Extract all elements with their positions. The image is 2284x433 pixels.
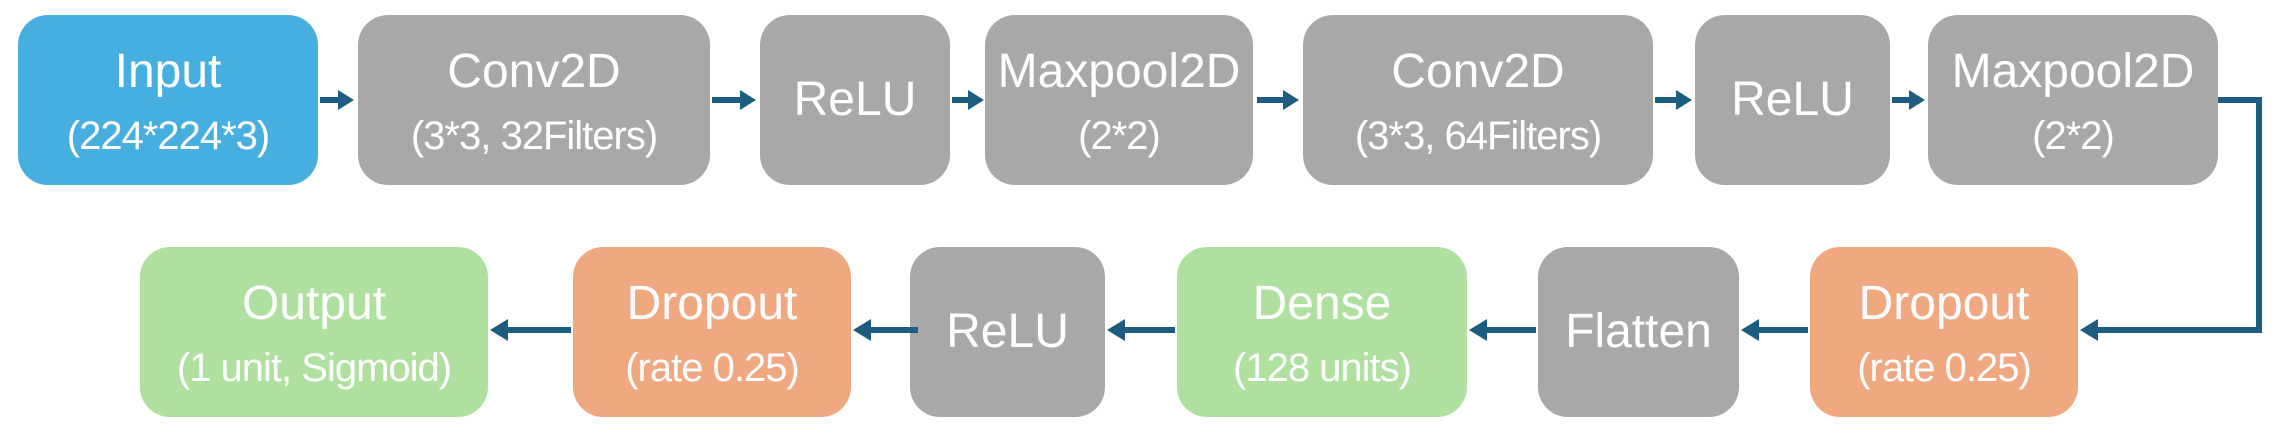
maxpool2d-1-title: Maxpool2D bbox=[997, 45, 1241, 98]
connector-bottom-arrow-left bbox=[2080, 319, 2262, 341]
arrow-left-icon bbox=[1107, 319, 1175, 341]
block-conv2d-64: Conv2D (3*3, 64Filters) bbox=[1303, 15, 1653, 185]
block-dropout-1: Dropout (rate 0.25) bbox=[1810, 247, 2078, 417]
block-conv2d-32: Conv2D (3*3, 32Filters) bbox=[358, 15, 710, 185]
block-flatten: Flatten bbox=[1538, 247, 1739, 417]
maxpool2d-2-params: (2*2) bbox=[2032, 114, 2115, 158]
relu-1-title: ReLU bbox=[793, 73, 917, 126]
conv2d-32-title: Conv2D bbox=[447, 45, 621, 98]
dense-title: Dense bbox=[1252, 277, 1392, 330]
arrow-right-icon bbox=[1655, 90, 1692, 110]
dropout-2-rate: (rate 0.25) bbox=[625, 346, 800, 390]
arrow-left-icon bbox=[853, 319, 918, 341]
arrow-left-icon bbox=[490, 319, 571, 341]
relu-3-title: ReLU bbox=[946, 305, 1069, 358]
block-relu-2: ReLU bbox=[1695, 15, 1890, 185]
dropout-1-rate: (rate 0.25) bbox=[1857, 346, 2032, 390]
block-maxpool2d-2: Maxpool2D (2*2) bbox=[1928, 15, 2218, 185]
connector-top-segment bbox=[2218, 97, 2262, 103]
input-layer-shape: (224*224*3) bbox=[66, 114, 270, 158]
dropout-1-title: Dropout bbox=[1858, 277, 2030, 330]
block-dropout-2: Dropout (rate 0.25) bbox=[573, 247, 851, 417]
arrow-right-icon bbox=[952, 90, 984, 110]
arrow-right-icon bbox=[320, 90, 354, 110]
flatten-title: Flatten bbox=[1565, 305, 1712, 358]
relu-2-title: ReLU bbox=[1731, 73, 1854, 126]
conv2d-64-params: (3*3, 64Filters) bbox=[1354, 114, 1602, 158]
arrow-right-icon bbox=[1257, 90, 1299, 110]
arrow-left-icon bbox=[1469, 319, 1536, 341]
output-layer-params: (1 unit, Sigmoid) bbox=[176, 346, 452, 390]
arrow-left-icon bbox=[1741, 319, 1808, 341]
input-layer-title: Input bbox=[114, 45, 222, 98]
arrow-right-icon bbox=[1892, 90, 1925, 110]
conv2d-32-params: (3*3, 32Filters) bbox=[410, 114, 658, 158]
conv2d-64-title: Conv2D bbox=[1391, 45, 1565, 98]
maxpool2d-2-title: Maxpool2D bbox=[1951, 45, 2195, 98]
arrow-right-icon bbox=[712, 90, 756, 110]
block-maxpool2d-1: Maxpool2D (2*2) bbox=[985, 15, 1253, 185]
block-output-layer: Output (1 unit, Sigmoid) bbox=[140, 247, 488, 417]
block-relu-3: ReLU bbox=[910, 247, 1105, 417]
output-layer-title: Output bbox=[241, 277, 387, 330]
block-input-layer: Input (224*224*3) bbox=[18, 15, 318, 185]
dense-units: (128 units) bbox=[1233, 346, 1412, 390]
dropout-2-title: Dropout bbox=[626, 277, 798, 330]
connector-vertical-segment bbox=[2256, 97, 2262, 333]
maxpool2d-1-params: (2*2) bbox=[1078, 114, 1161, 158]
block-dense: Dense (128 units) bbox=[1177, 247, 1467, 417]
block-relu-1: ReLU bbox=[760, 15, 950, 185]
